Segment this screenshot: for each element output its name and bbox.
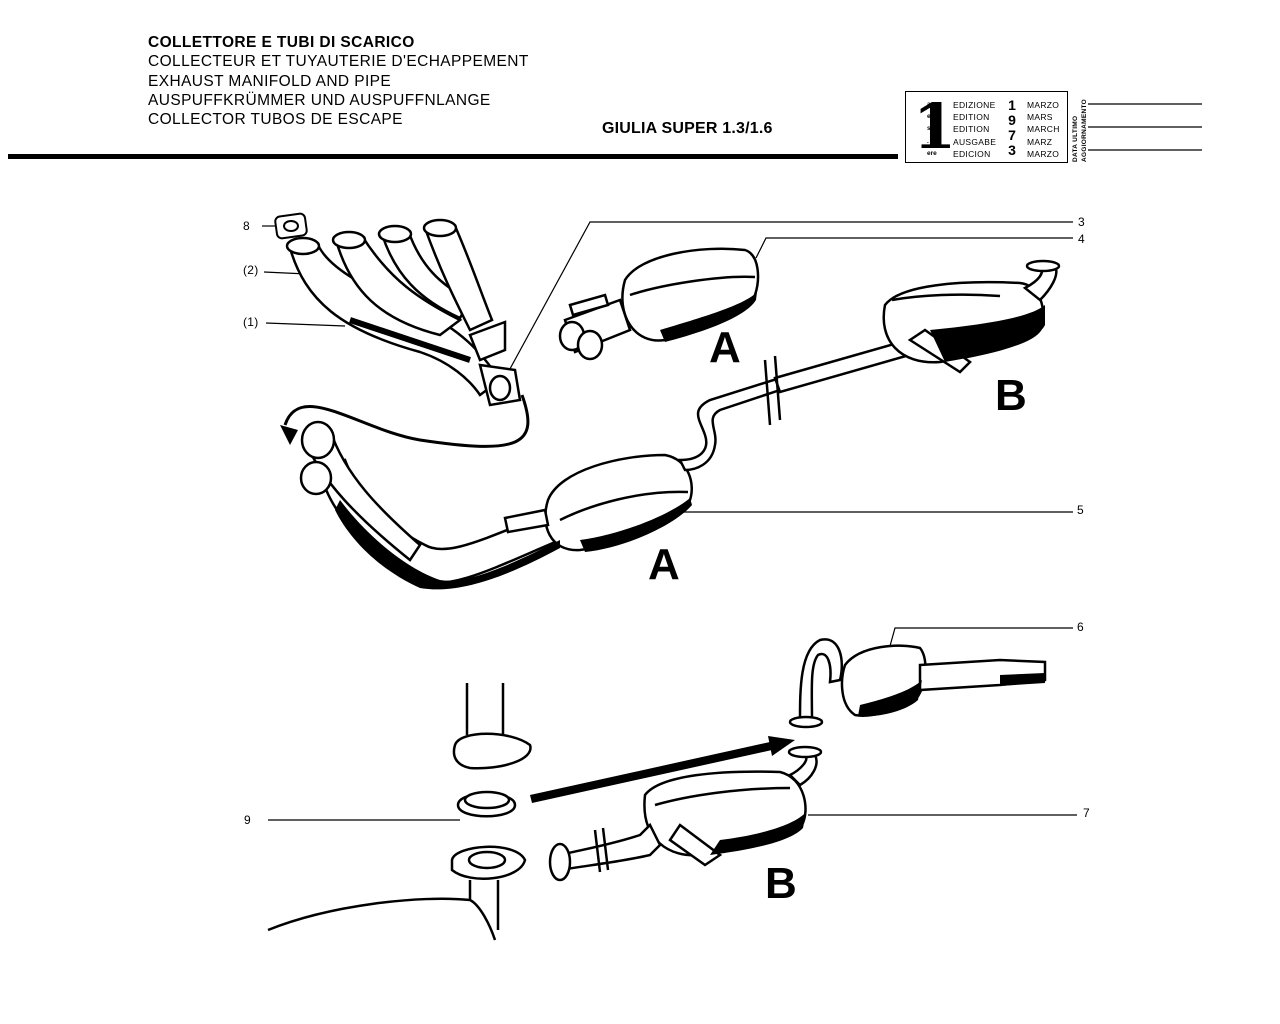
edition-year: 1 9 7 3 (1002, 98, 1022, 158)
month-en: MARCH (1027, 124, 1060, 135)
edition-box: 1 a ere st . ere EDIZIONE EDITION EDITIO… (905, 91, 1068, 163)
arrow-head (280, 425, 298, 445)
edition-label-de: AUSGABE (953, 136, 997, 147)
connection-curve (283, 394, 530, 448)
variant-label-a: A (648, 540, 680, 589)
month-de: MARZ (1027, 136, 1053, 147)
title-german: AUSPUFFKRÜMMER UND AUSPUFFNLANGE (148, 91, 491, 109)
edition-labels: EDIZIONE EDITION EDITION AUSGABE EDICION (953, 99, 996, 160)
assembly-arrow (530, 736, 795, 803)
month-es: MARZO (1027, 148, 1060, 159)
variant-label-b: B (765, 859, 797, 908)
edition-number: 1 (913, 90, 957, 163)
month-it: MARZO (1027, 100, 1060, 110)
leader-lines (262, 221, 1077, 821)
title-french: COLLECTEUR ET TUYAUTERIE D'ECHAPPEMENT (148, 53, 529, 71)
callout-6: 6 (1077, 620, 1084, 634)
title-italian: COLLETTORE E TUBI DI SCARICO (148, 34, 415, 51)
year-digit: 1 (1008, 97, 1016, 113)
variant-label-b: B (995, 371, 1027, 420)
rear-muffler-6-shading (858, 673, 1045, 717)
year-digit: 7 (1008, 127, 1016, 143)
edition-label-en: EDITION (953, 124, 990, 135)
year-digit: 3 (1008, 142, 1016, 158)
callout-1: (1) (243, 315, 259, 329)
leader-1 (265, 322, 346, 327)
header-rule (8, 154, 898, 159)
model-name: GIULIA SUPER 1.3/1.6 (602, 120, 773, 137)
gasket-part (274, 212, 308, 240)
edition-ordinals: a ere st . ere (927, 99, 937, 160)
title-english: EXHAUST MANIFOLD AND PIPE (148, 72, 392, 90)
mounting-detail-part (267, 683, 532, 941)
ordinal-fr: ere (927, 113, 937, 121)
edition-label-it: EDIZIONE (953, 100, 996, 110)
callout-2: (2) (243, 263, 259, 277)
edition-label-es: EDICION (953, 148, 991, 159)
ordinal-it: a (927, 101, 931, 108)
callout-5: 5 (1077, 503, 1084, 517)
callout-3: 3 (1078, 215, 1085, 229)
leader-4 (755, 237, 1073, 259)
rear-muffler-7-shading (710, 812, 806, 855)
edition-months: MARZO MARS MARCH MARZ MARZO (1027, 99, 1060, 160)
ordinal-de: . (927, 137, 929, 145)
section-titles: COLLETTORE E TUBI DI SCARICO COLLECTEUR … (148, 33, 529, 129)
edition-label-fr: EDITION (953, 112, 990, 123)
callout-9: 9 (244, 813, 251, 827)
ordinal-en: st (927, 125, 933, 133)
callout-4: 4 (1078, 232, 1085, 246)
month-fr: MARS (1027, 112, 1053, 123)
ordinal-es: ere (927, 149, 937, 157)
callout-8: 8 (243, 219, 250, 233)
variant-label-a: A (709, 323, 741, 372)
year-digit: 9 (1008, 112, 1016, 128)
leader-3 (504, 221, 1073, 379)
muffler-a-shading (660, 292, 757, 342)
leader-6 (889, 627, 1073, 647)
rear-muffler-shading (930, 305, 1045, 362)
front-pipe-shading (335, 498, 692, 590)
update-lines (1088, 103, 1202, 151)
title-spanish: COLLECTOR TUBOS DE ESCAPE (148, 111, 403, 129)
callout-7: 7 (1083, 806, 1090, 820)
exhaust-manifold-part (285, 218, 522, 407)
